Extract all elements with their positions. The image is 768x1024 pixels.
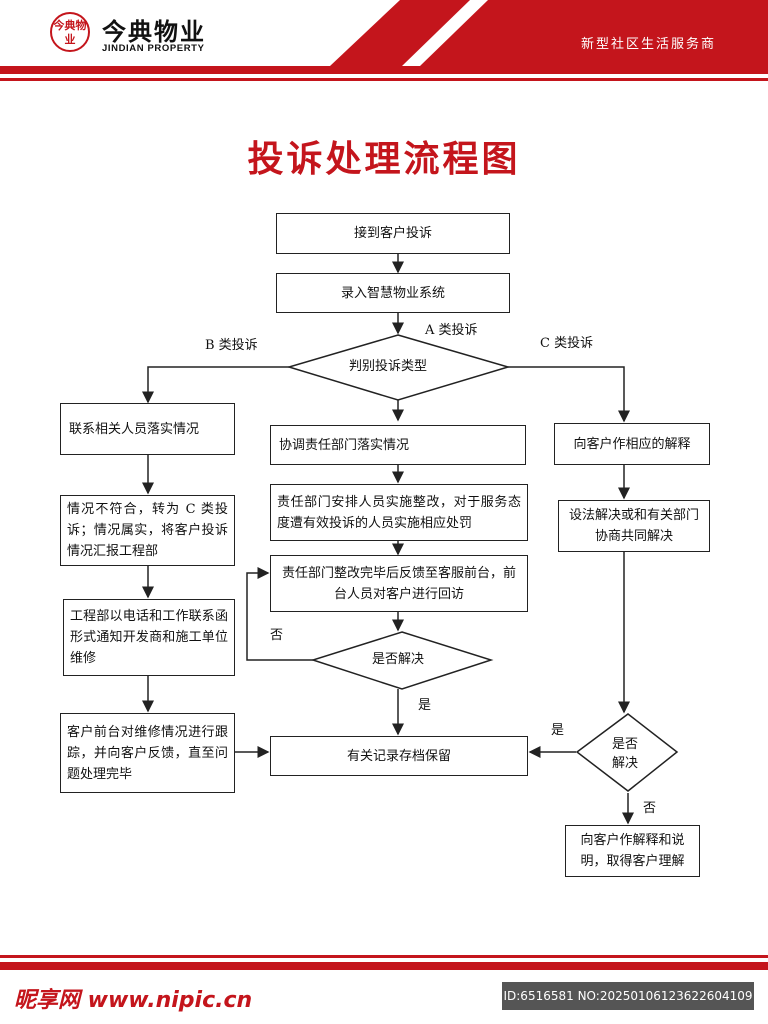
c-decision-label-1: 是否 (612, 737, 639, 752)
step-archive: 有关记录存档保留 (270, 736, 528, 776)
step-a1: 协调责任部门落实情况 (270, 425, 526, 465)
branch-c-label: C 类投诉 (540, 336, 594, 351)
step-b4: 客户前台对维修情况进行跟踪，并向客户反馈，直至问题处理完毕 (60, 713, 235, 793)
step-c1: 向客户作相应的解释 (554, 423, 710, 465)
c-no-label: 否 (643, 801, 657, 816)
step-c3: 向客户作解释和说明，取得客户理解 (565, 825, 700, 877)
page-title: 投诉处理流程图 (247, 139, 521, 180)
step-a3: 责任部门整改完毕后反馈至客服前台，前台人员对客户进行回访 (270, 555, 528, 612)
logo-mark: 今典物业 (50, 12, 90, 52)
judge-label: 判别投诉类型 (349, 359, 428, 374)
a-no-label: 否 (270, 628, 284, 643)
a-decision-label: 是否解决 (372, 652, 425, 667)
step-a2: 责任部门安排人员实施整改，对于服务态度遭有效投诉的人员实施相应处罚 (270, 484, 528, 541)
step-receive: 接到客户投诉 (276, 213, 510, 254)
logo-english: JINDIAN PROPERTY (102, 43, 205, 54)
step-b1: 联系相关人员落实情况 (60, 403, 235, 455)
step-b3: 工程部以电话和工作联系函形式通知开发商和施工单位维修 (63, 599, 235, 676)
a-decision-diamond (310, 631, 494, 690)
header-thin-stripe (0, 78, 768, 81)
c-decision-label-2: 解决 (612, 756, 639, 771)
header-white-swoosh (402, 0, 488, 66)
arrow-judge-c (508, 366, 630, 423)
footer-watermark-logo: 昵享网 www.nipic.cn (14, 988, 253, 1013)
step-b2: 情况不符合，转为 C 类投诉；情况属实，将客户投诉情况汇报工程部 (60, 495, 235, 566)
judge-diamond (286, 334, 511, 401)
logo-chinese: 今典物业 (102, 18, 206, 46)
header-stripe (0, 66, 768, 74)
c-yes-label: 是 (551, 723, 565, 738)
step-c2: 设法解决或和有关部门协商共同解决 (558, 500, 710, 552)
arrow-judge-b (142, 366, 289, 404)
footer-stripes (0, 955, 768, 970)
branch-a-label: A 类投诉 (425, 323, 478, 338)
header-red-shape (330, 0, 768, 66)
c-decision-diamond (575, 713, 679, 792)
footer-id-badge: ID:6516581 NO:20250106123622604109 (502, 982, 754, 1010)
branch-b-label: B 类投诉 (205, 338, 258, 353)
step-record: 录入智慧物业系统 (276, 273, 510, 313)
a-yes-label: 是 (418, 698, 432, 713)
header-graphic (0, 0, 768, 81)
arrow-a-no-loop (246, 567, 313, 661)
slogan: 新型社区生活服务商 (580, 37, 716, 52)
